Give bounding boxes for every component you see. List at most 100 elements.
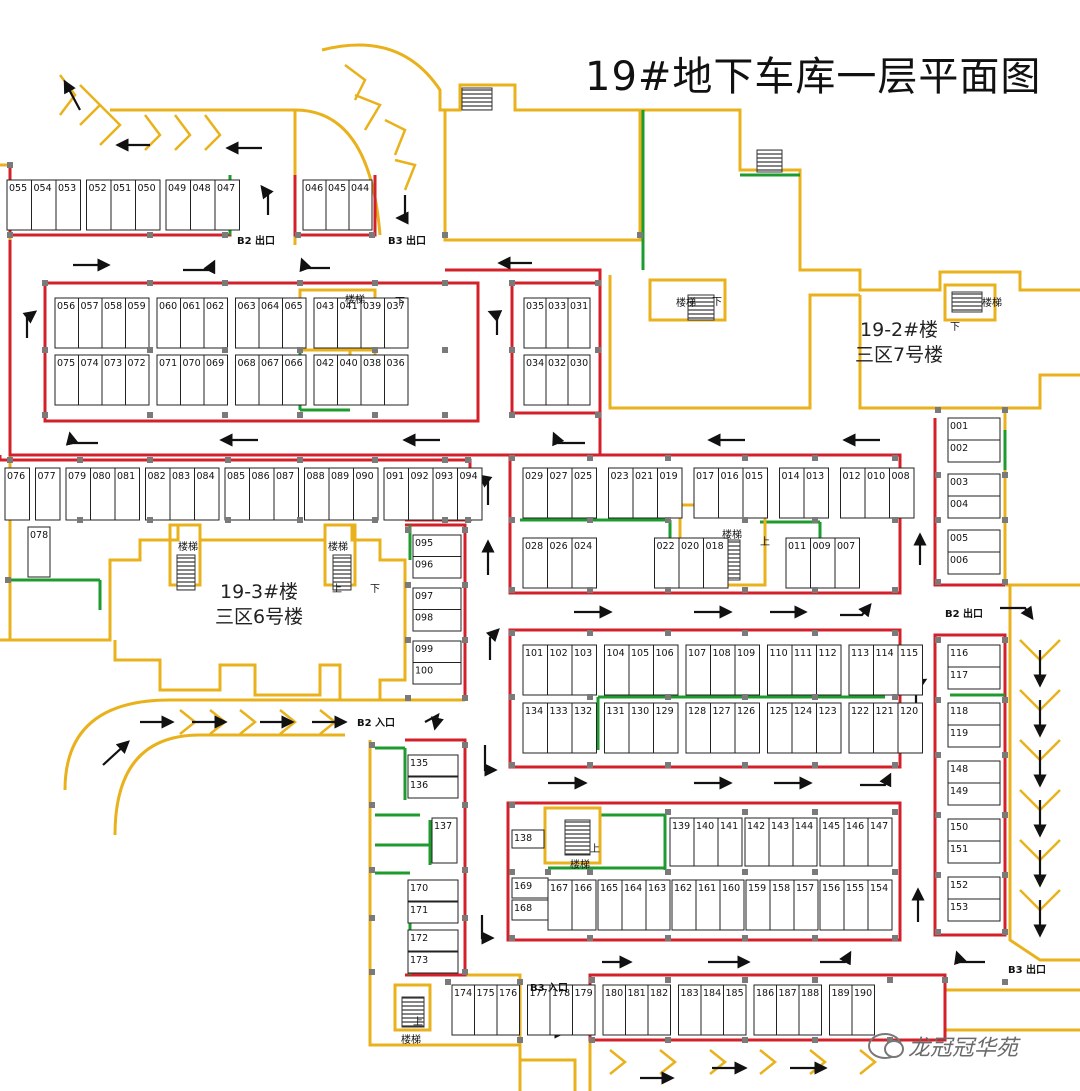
parking-space-number: 126 — [737, 706, 755, 717]
parking-space — [165, 179, 191, 231]
parking-space-number: 175 — [477, 988, 495, 999]
parking-space — [657, 467, 683, 519]
parking-space — [547, 879, 573, 931]
pillar — [442, 232, 448, 238]
pillar — [222, 280, 228, 286]
pillar — [812, 455, 818, 461]
plan-labels: B2 出口 B3 出口 B2 出口 B2 入口 B3 入口 B3 出口 楼梯 楼… — [178, 234, 1046, 1046]
pillar — [742, 455, 748, 461]
stair-up-4: 上 — [413, 1016, 423, 1028]
pillar — [509, 802, 515, 808]
parking-space — [710, 702, 736, 754]
parking-space-number: 139 — [672, 821, 690, 832]
parking-space — [947, 840, 1001, 864]
pillar — [589, 977, 595, 983]
parking-space-number: 119 — [950, 728, 968, 739]
parking-space — [654, 537, 680, 589]
parking-space-number: 015 — [745, 471, 763, 482]
parking-space-number: 031 — [570, 301, 588, 312]
parking-space — [110, 179, 136, 231]
parking-space-number: 121 — [876, 706, 894, 717]
parking-space-number: 078 — [30, 530, 48, 541]
parking-space-number: 019 — [660, 471, 678, 482]
stair-down-3: 下 — [712, 297, 722, 308]
parking-space-number: 075 — [57, 358, 75, 369]
parking-space — [249, 467, 275, 521]
green-walls — [10, 110, 1007, 975]
parking-space-number: 077 — [38, 471, 56, 482]
parking-space — [734, 702, 760, 754]
parking-space — [947, 439, 1001, 463]
parking-space — [864, 467, 890, 519]
pillar — [77, 517, 83, 523]
parking-space-number: 164 — [624, 883, 642, 894]
pillar — [665, 869, 671, 875]
parking-space — [843, 817, 869, 867]
pillar — [405, 582, 411, 588]
pillar — [812, 869, 818, 875]
stairs-label-1: 楼梯 — [345, 293, 365, 306]
parking-space-number: 152 — [950, 880, 968, 891]
pillar — [1002, 872, 1008, 878]
parking-space-number: 143 — [771, 821, 789, 832]
pillar — [1002, 517, 1008, 523]
parking-space-number: 091 — [386, 471, 404, 482]
parking-space — [35, 467, 61, 521]
pillar — [587, 869, 593, 875]
parking-space — [653, 702, 679, 754]
parking-space — [947, 724, 1001, 748]
parking-space — [867, 879, 893, 931]
watermark-text: 龙冠冠华苑 — [908, 1036, 1019, 1061]
pillar — [935, 929, 941, 935]
pillar — [372, 347, 378, 353]
parking-space — [114, 467, 140, 521]
parking-space — [768, 817, 794, 867]
pillar — [595, 412, 601, 418]
pillar — [935, 872, 941, 878]
parking-space-number: 041 — [340, 301, 358, 312]
parking-space-number: 081 — [117, 471, 135, 482]
parking-space-number: 021 — [635, 471, 653, 482]
building-19-3-sub: 三区6号楼 — [215, 606, 304, 628]
parking-space-number: 050 — [138, 183, 156, 194]
pillar — [42, 280, 48, 286]
pillar — [742, 762, 748, 768]
pillar — [587, 587, 593, 593]
stair-up-1: 上 — [332, 583, 342, 595]
pillar — [1002, 929, 1008, 935]
parking-space — [840, 467, 866, 519]
parking-space — [571, 644, 597, 696]
pillar — [892, 455, 898, 461]
parking-space — [407, 879, 459, 902]
parking-space-number: 130 — [631, 706, 649, 717]
pillar — [369, 802, 375, 808]
pillar — [372, 412, 378, 418]
parking-space-number: 123 — [819, 706, 837, 717]
parking-space-number: 074 — [81, 358, 99, 369]
pillar — [147, 517, 153, 523]
parking-space-number: 184 — [703, 988, 721, 999]
parking-space-number: 172 — [410, 933, 428, 944]
pillar — [742, 869, 748, 875]
parking-space-number: 189 — [832, 988, 850, 999]
pillar — [225, 457, 231, 463]
pillar — [509, 455, 515, 461]
parking-space-number: 107 — [688, 648, 706, 659]
parking-space-number: 187 — [779, 988, 797, 999]
parking-space-number: 066 — [285, 358, 303, 369]
pillar — [462, 695, 468, 701]
parking-space-number: 008 — [892, 471, 910, 482]
parking-space — [571, 537, 597, 589]
parking-space — [407, 951, 459, 974]
pillar — [517, 1037, 523, 1043]
parking-space-number: 079 — [68, 471, 86, 482]
parking-space-number: 151 — [950, 844, 968, 855]
pillar — [587, 694, 593, 700]
parking-space-number: 155 — [846, 883, 864, 894]
parking-space-number: 016 — [721, 471, 739, 482]
parking-space — [703, 537, 729, 589]
parking-space-number: 052 — [89, 183, 107, 194]
parking-space — [867, 817, 893, 867]
parking-space — [897, 702, 923, 754]
parking-space-number: 158 — [772, 883, 790, 894]
